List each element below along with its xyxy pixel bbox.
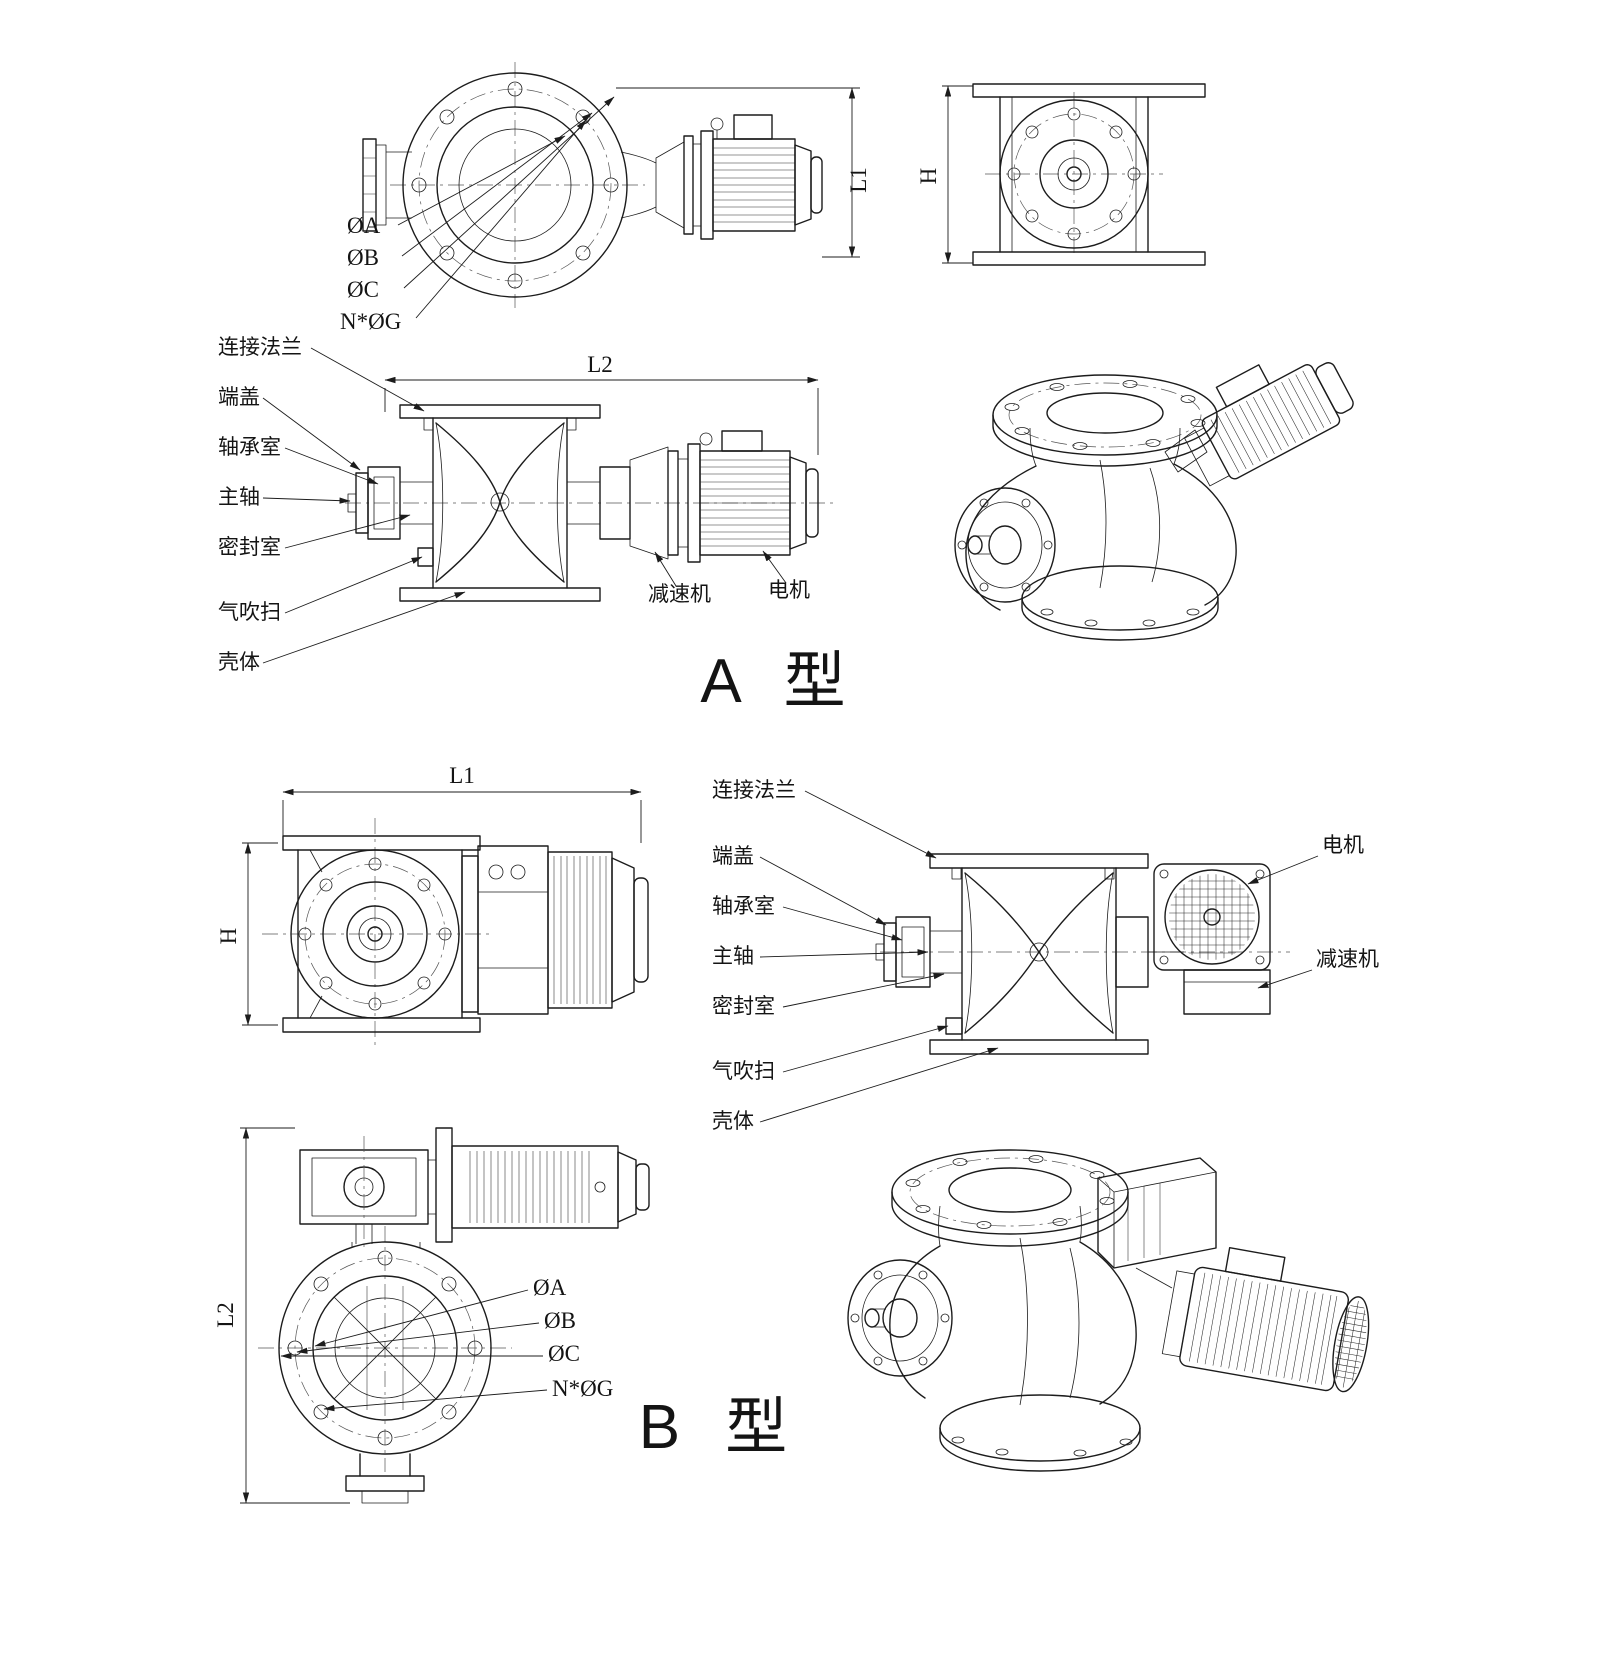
bottom-stub-b3 — [345, 1453, 425, 1504]
dimension-l1-b: L1 — [282, 763, 642, 843]
reducer-bell — [655, 141, 685, 229]
reducer-plan-b — [299, 1136, 429, 1250]
rotor-b2 — [964, 872, 1114, 1034]
dia-b-a-label: ØB — [347, 245, 379, 270]
dim-l1-a-label: L1 — [846, 167, 871, 193]
bottom-flange-a2 — [972, 251, 1206, 266]
label-connecting-flange-a: 连接法兰 — [218, 335, 302, 359]
dimension-l1-a: L1 — [616, 87, 871, 258]
motor-plan — [710, 114, 823, 232]
type-b-iso-view — [847, 1149, 1373, 1472]
type-b-title: B 型 — [639, 1393, 802, 1462]
top-flange-a3 — [399, 404, 601, 419]
dim-l2-b-label: L2 — [213, 1302, 238, 1328]
dia-g-b-label: N*ØG — [552, 1376, 613, 1401]
iso-motor-b — [1161, 1247, 1373, 1393]
type-b-section-view: 连接法兰 端盖 轴承室 主轴 密封室 气吹扫 壳体 电机 减速机 — [712, 778, 1379, 1133]
label-seal-chamber-a: 密封室 — [218, 535, 281, 559]
bolt-holes-b1 — [298, 857, 452, 1011]
label-reducer-a: 减速机 — [648, 582, 711, 606]
label-motor-b: 电机 — [1322, 833, 1364, 857]
drive-labels-a: 减速机 电机 — [648, 550, 810, 606]
iso-reducer-b — [1097, 1157, 1217, 1269]
dim-l1-b-label: L1 — [449, 763, 475, 788]
label-air-purge-a: 气吹扫 — [218, 600, 281, 624]
type-b-drawing: L1 — [213, 763, 1379, 1504]
diameter-leaders-a: ØA ØB ØC N*ØG — [340, 96, 615, 334]
type-a-front-view: H — [916, 83, 1206, 266]
motor-b1 — [461, 845, 649, 1015]
dia-a-a-label: ØA — [347, 213, 381, 238]
dia-b-b-label: ØB — [544, 1308, 576, 1333]
dimension-h-b: H — [216, 842, 278, 1026]
label-motor-a: 电机 — [768, 578, 810, 602]
air-purge-port-a — [417, 547, 434, 567]
bolt-circle — [418, 88, 612, 282]
dim-l2-a-label: L2 — [587, 352, 613, 377]
label-air-purge-b: 气吹扫 — [712, 1059, 775, 1083]
bolt-holes-b3 — [287, 1250, 483, 1446]
iso-shaft-flange-a — [954, 487, 1056, 603]
top-flange-a2 — [972, 83, 1206, 98]
dia-a-b-label: ØA — [533, 1275, 567, 1300]
iso-body-right-a — [1173, 463, 1237, 606]
label-main-shaft-a: 主轴 — [218, 485, 260, 509]
label-housing-b: 壳体 — [712, 1109, 754, 1133]
iso-top-flange-a — [992, 374, 1218, 456]
dia-c-a-label: ØC — [347, 277, 379, 302]
top-flange-b1 — [282, 835, 481, 851]
iso-shaft-flange-b — [847, 1259, 953, 1377]
label-housing-a: 壳体 — [218, 650, 260, 674]
dia-c-b-label: ØC — [548, 1341, 580, 1366]
drive-labels-b: 电机 减速机 — [1247, 833, 1379, 989]
bottom-flange-b2 — [929, 1039, 1149, 1055]
iso-bottom-flange-b — [939, 1394, 1141, 1472]
dimension-h-a: H — [916, 85, 973, 264]
iso-body-left-a — [965, 465, 1037, 611]
label-bearing-chamber-a: 轴承室 — [218, 435, 281, 459]
motor-b2 — [1153, 863, 1271, 971]
label-bearing-chamber-b: 轴承室 — [712, 894, 775, 918]
label-end-cover-a: 端盖 — [218, 385, 260, 409]
label-main-shaft-b: 主轴 — [712, 944, 754, 968]
label-end-cover-b: 端盖 — [712, 844, 754, 868]
type-a-drawing: L1 ØA ØB ØC N*ØG — [218, 62, 1354, 716]
bottom-flange-b1 — [282, 1017, 481, 1033]
iso-flange-bolts-b — [905, 1155, 1115, 1229]
bolt-holes-a2 — [1007, 107, 1141, 241]
type-a-title: A 型 — [700, 647, 859, 716]
iso-body-right-b — [1079, 1241, 1137, 1405]
dimension-l2-a: L2 — [384, 352, 819, 455]
label-connecting-flange-b: 连接法兰 — [712, 778, 796, 802]
type-a-top-view: L1 ØA ØB ØC N*ØG — [340, 62, 871, 334]
left-bearing-assembly-a — [347, 466, 433, 540]
part-labels-a: 连接法兰 端盖 轴承室 主轴 密封室 气吹扫 壳体 — [218, 335, 466, 674]
iso-body-left-b — [889, 1245, 941, 1399]
dim-h-b-label: H — [216, 928, 241, 945]
drive-assembly-a — [567, 430, 819, 563]
dimension-l2-b: L2 — [213, 1127, 350, 1504]
bottom-flange-a3 — [399, 587, 601, 602]
type-a-section-view: L2 — [218, 335, 835, 674]
iso-top-flange-b — [891, 1149, 1129, 1235]
motor-plan-b — [451, 1145, 650, 1229]
iso-motor-a — [1184, 362, 1354, 487]
type-b-front-view: L1 — [216, 763, 649, 1050]
flange-outer-circle — [402, 72, 628, 298]
label-seal-chamber-b: 密封室 — [712, 994, 775, 1018]
type-a-iso-view — [954, 362, 1354, 641]
rotor-a3 — [435, 422, 565, 583]
iso-flange-bolts-a — [1004, 380, 1206, 450]
top-flange-b2 — [929, 853, 1149, 869]
iso-bottom-flange-a — [1021, 565, 1219, 641]
dia-g-a-label: N*ØG — [340, 309, 401, 334]
dim-h-a-label: H — [916, 168, 941, 185]
label-reducer-b: 减速机 — [1316, 947, 1379, 971]
type-b-top-view: L2 ØA ØB ØC N*ØG — [213, 1127, 650, 1504]
part-labels-b: 连接法兰 端盖 轴承室 主轴 密封室 气吹扫 壳体 — [712, 778, 999, 1133]
reducer-b2 — [1148, 951, 1271, 1015]
air-purge-port-b — [945, 1017, 963, 1035]
diameter-leaders-b: ØA ØB ØC N*ØG — [280, 1275, 613, 1412]
